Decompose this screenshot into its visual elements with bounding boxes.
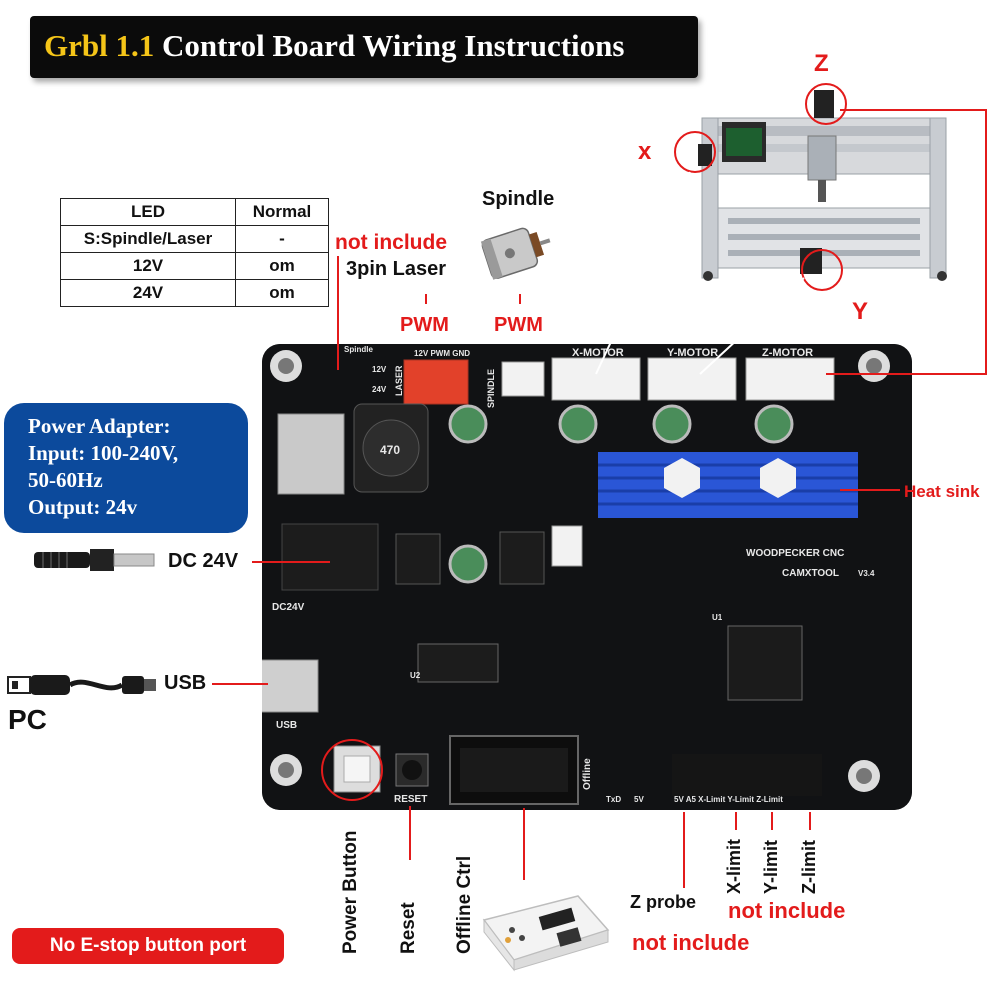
silk-reset: RESET	[394, 794, 427, 805]
label-z-probe: Z probe	[630, 892, 696, 912]
table-header-row: LED Normal	[60, 198, 329, 226]
title-rest: Control Board Wiring Instructions	[161, 28, 625, 63]
power-adapter-title: Power Adapter:	[28, 414, 171, 438]
silk-spindle-header: Spindle	[344, 345, 373, 354]
offline-controller-icon	[482, 895, 610, 972]
silk-brand: WOODPECKER CNC	[746, 548, 844, 559]
label-heat-sink: Heat sink	[904, 482, 980, 501]
label-not-include-limits: not include	[728, 898, 846, 923]
label-reset: Reset	[398, 902, 419, 954]
silk-24v: 24V	[372, 385, 387, 394]
page-title: Grbl 1.1 Control Board Wiring Instructio…	[44, 28, 624, 64]
label-usb: USB	[164, 672, 207, 694]
table-cell: 24V	[60, 279, 236, 307]
control-board: X-MOTOR Y-MOTOR Z-MOTOR Spindle 12V PWM …	[262, 344, 912, 810]
silk-u1: U1	[712, 613, 723, 622]
title-banner	[30, 16, 698, 78]
silk-offline: Offline	[582, 758, 593, 790]
dc-plug-icon	[34, 549, 155, 571]
silk-usb: USB	[276, 720, 297, 731]
label-not-include-laser: not include	[335, 231, 447, 254]
power-adapter-freq: 50-60Hz	[28, 468, 103, 492]
label-pwm-spindle: PWM	[494, 314, 543, 336]
silk-laser: LASER	[394, 365, 404, 396]
label-offline-ctrl: Offline Ctrl	[454, 855, 475, 954]
spindle-motor-icon	[480, 227, 551, 280]
label-z-limit: Z-limit	[799, 840, 819, 894]
label-not-include-offline: not include	[632, 930, 750, 955]
power-adapter-output: Output: 24v	[28, 495, 138, 519]
label-y-limit: Y-limit	[761, 839, 781, 894]
label-x-limit: X-limit	[724, 838, 744, 894]
label-axis-z: Z	[814, 50, 829, 77]
power-adapter-box: Power Adapter: Input: 100-240V, 50-60Hz …	[4, 403, 248, 533]
silk-inductor: 470	[380, 443, 400, 457]
table-row: 12V om	[60, 252, 329, 280]
led-status-table: LED Normal S:Spindle/Laser - 12V om 24V …	[60, 198, 329, 307]
silk-u2: U2	[410, 671, 421, 680]
silk-txd: TxD	[606, 795, 621, 804]
silk-laser-pins: 12V PWM GND	[414, 349, 470, 358]
estop-note: No E-stop button port	[12, 928, 284, 964]
label-pwm-laser: PWM	[400, 314, 449, 336]
table-cell: om	[235, 252, 329, 280]
label-spindle: Spindle	[482, 188, 555, 210]
label-axis-y: Y	[852, 298, 869, 325]
silk-pins: 5V A5 X-Limit Y-Limit Z-Limit	[674, 795, 783, 804]
silk-5v: 5V	[634, 795, 644, 804]
usb-cable-icon	[7, 675, 156, 695]
silk-version: V3.4	[858, 569, 875, 578]
label-3pin-laser: 3pin Laser	[346, 258, 447, 280]
label-power-button: Power Button	[340, 830, 361, 955]
silk-12v: 12V	[372, 365, 387, 374]
silk-dc24v: DC24V	[272, 602, 305, 613]
title-accent: Grbl 1.1	[44, 28, 155, 63]
table-header-normal: Normal	[235, 198, 329, 226]
label-axis-x: x	[638, 138, 652, 165]
table-row: 24V om	[60, 279, 329, 307]
label-dc: DC 24V	[168, 550, 239, 572]
table-cell: -	[235, 225, 329, 253]
power-adapter-input: Input: 100-240V,	[28, 441, 179, 465]
silk-x-motor: X-MOTOR	[572, 347, 624, 359]
silk-z-motor: Z-MOTOR	[762, 347, 813, 359]
label-pc: PC	[8, 704, 47, 735]
silk-spindle-port: SPINDLE	[486, 369, 496, 408]
silk-y-motor: Y-MOTOR	[667, 347, 718, 359]
table-cell: om	[235, 279, 329, 307]
silk-model: CAMXTOOL	[782, 568, 839, 579]
